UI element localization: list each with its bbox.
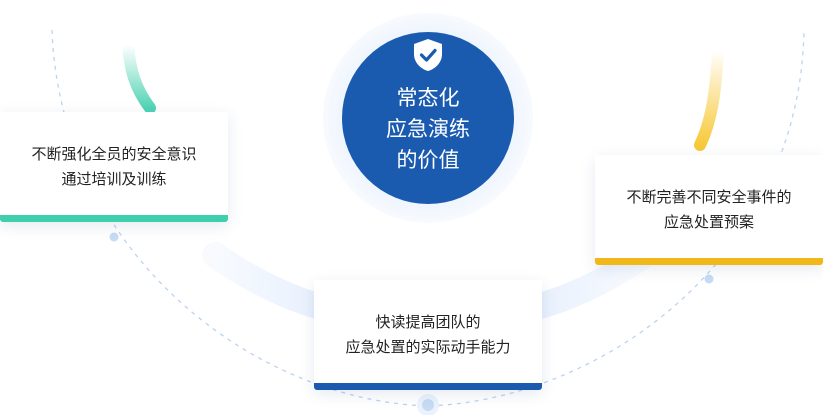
dot-left	[109, 232, 119, 242]
card-awareness-accent-bar	[0, 215, 228, 222]
card-team: 快读提高团队的 应急处置的实际动手能力	[314, 280, 542, 390]
yellow-arc	[694, 44, 724, 151]
dot-bottom	[422, 399, 434, 411]
card-plans-line-1: 不断完善不同安全事件的	[626, 188, 792, 206]
card-awareness-line-1: 不断强化全员的安全意识	[31, 145, 197, 163]
shield-check-icon	[412, 38, 444, 81]
center-circle	[342, 32, 514, 204]
center-title: 常态化 应急演练 的价值	[340, 30, 516, 206]
card-team-line-1: 快读提高团队的	[375, 313, 481, 331]
card-team-line-2: 应急处置的实际动手能力	[345, 338, 511, 356]
center-title-line-3: 的价值	[396, 148, 460, 172]
center-title-line-1: 常态化	[396, 86, 460, 110]
card-awareness-line-2: 通过培训及训练	[61, 170, 167, 188]
card-plans-line-2: 应急处置预案	[663, 213, 754, 231]
green-arc	[122, 39, 156, 114]
card-team-accent-bar	[314, 383, 542, 390]
card-awareness: 不断强化全员的安全意识 通过培训及训练	[0, 112, 228, 222]
center-title-line-2: 应急演练	[386, 117, 470, 141]
card-plans-accent-bar	[595, 258, 823, 265]
card-plans: 不断完善不同安全事件的 应急处置预案	[595, 155, 823, 265]
dot-right	[704, 274, 714, 284]
